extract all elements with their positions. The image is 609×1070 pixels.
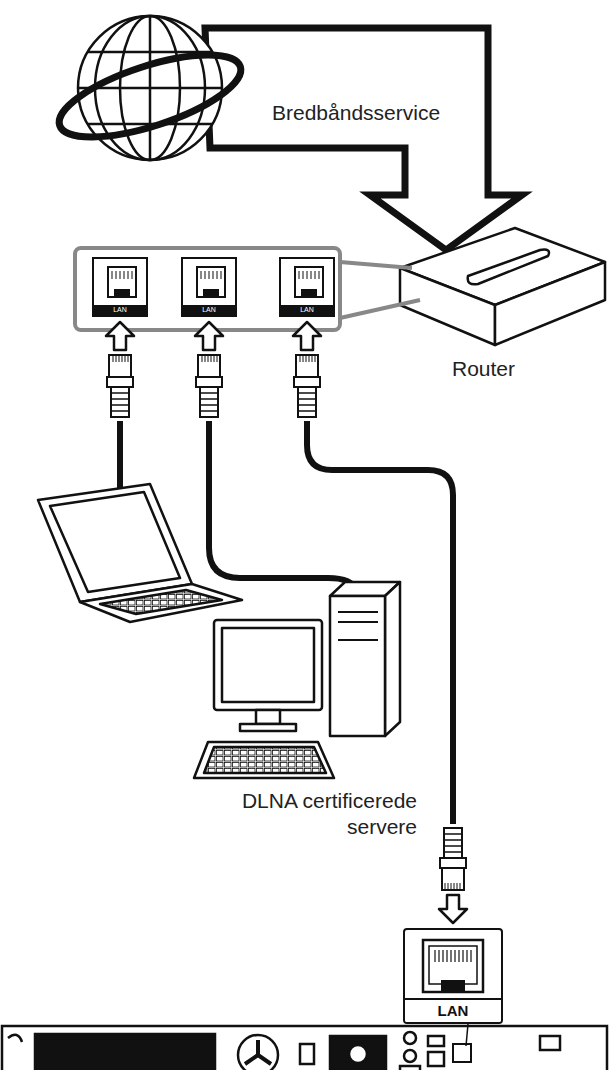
port-label: LAN [183,305,235,315]
device-label: Router [452,356,572,382]
globe [50,16,249,160]
port-panel [75,248,420,330]
port-label: LAN [405,998,501,1022]
server-label: DLNA certificerede servere [185,788,417,840]
ethernet-cable [209,421,356,590]
laptop [38,484,242,622]
port-label: LAN [281,305,333,315]
service-label: Bredbåndsservice [272,100,492,126]
player-rear-panel [2,1024,607,1070]
rj45-plug [107,355,133,417]
desktop-pc [194,582,400,778]
ethernet-cable [117,421,123,488]
lan-jack-zoom: LAN [403,928,503,1024]
plug-arrow [106,322,134,350]
port-label: LAN [94,305,146,315]
rj45-plug [196,355,222,417]
router [400,228,605,345]
broadband-arrow [205,28,522,250]
plug-arrow [195,322,223,350]
lan-port: LAN [181,257,237,317]
lan-port: LAN [92,257,148,317]
lan-port: LAN [279,257,335,317]
